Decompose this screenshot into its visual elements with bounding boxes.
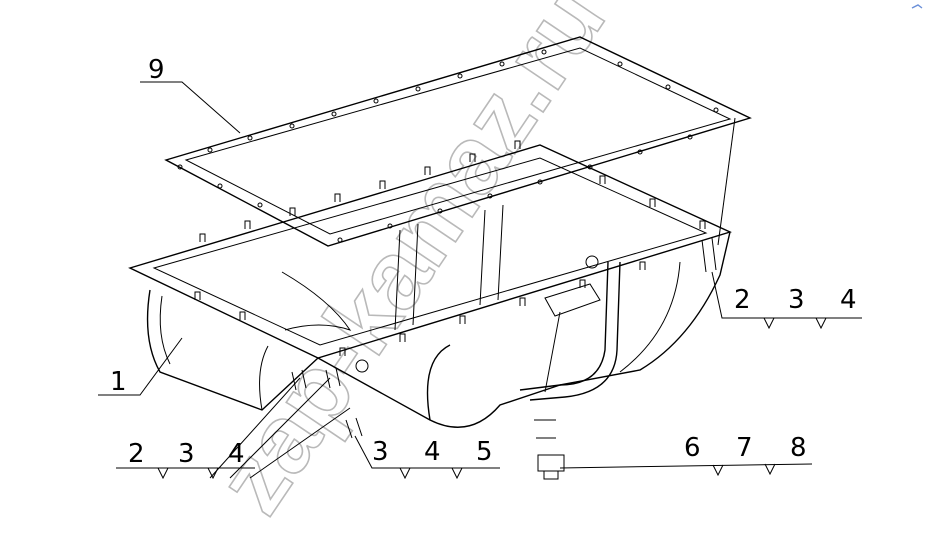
- callout-right-4: 4: [840, 285, 857, 315]
- callout-right-3: 3: [788, 285, 805, 315]
- callout-labels: 9 1 2 3 4 2 3 4 3 4 5 6 7 8: [110, 55, 857, 469]
- callout-plug-6: 6: [684, 433, 701, 463]
- corner-mark: [911, 4, 923, 9]
- callout-mid-4: 4: [424, 437, 441, 467]
- callout-1: 1: [110, 367, 127, 397]
- callout-left-3: 3: [178, 439, 195, 469]
- callout-plug-7: 7: [736, 433, 753, 463]
- callout-left-2: 2: [128, 439, 145, 469]
- gasket-drawing: [164, 36, 752, 247]
- callout-mid-3: 3: [372, 437, 389, 467]
- callout-plug-8: 8: [790, 433, 807, 463]
- leader-lines: [98, 81, 862, 480]
- callout-left-4: 4: [228, 439, 245, 469]
- oil-pan-drawing: [128, 140, 732, 480]
- callout-mid-5: 5: [476, 437, 493, 467]
- callout-9: 9: [148, 55, 165, 85]
- watermark-text: zap-kamaz.ru: [197, 0, 626, 532]
- callout-right-2: 2: [734, 285, 751, 315]
